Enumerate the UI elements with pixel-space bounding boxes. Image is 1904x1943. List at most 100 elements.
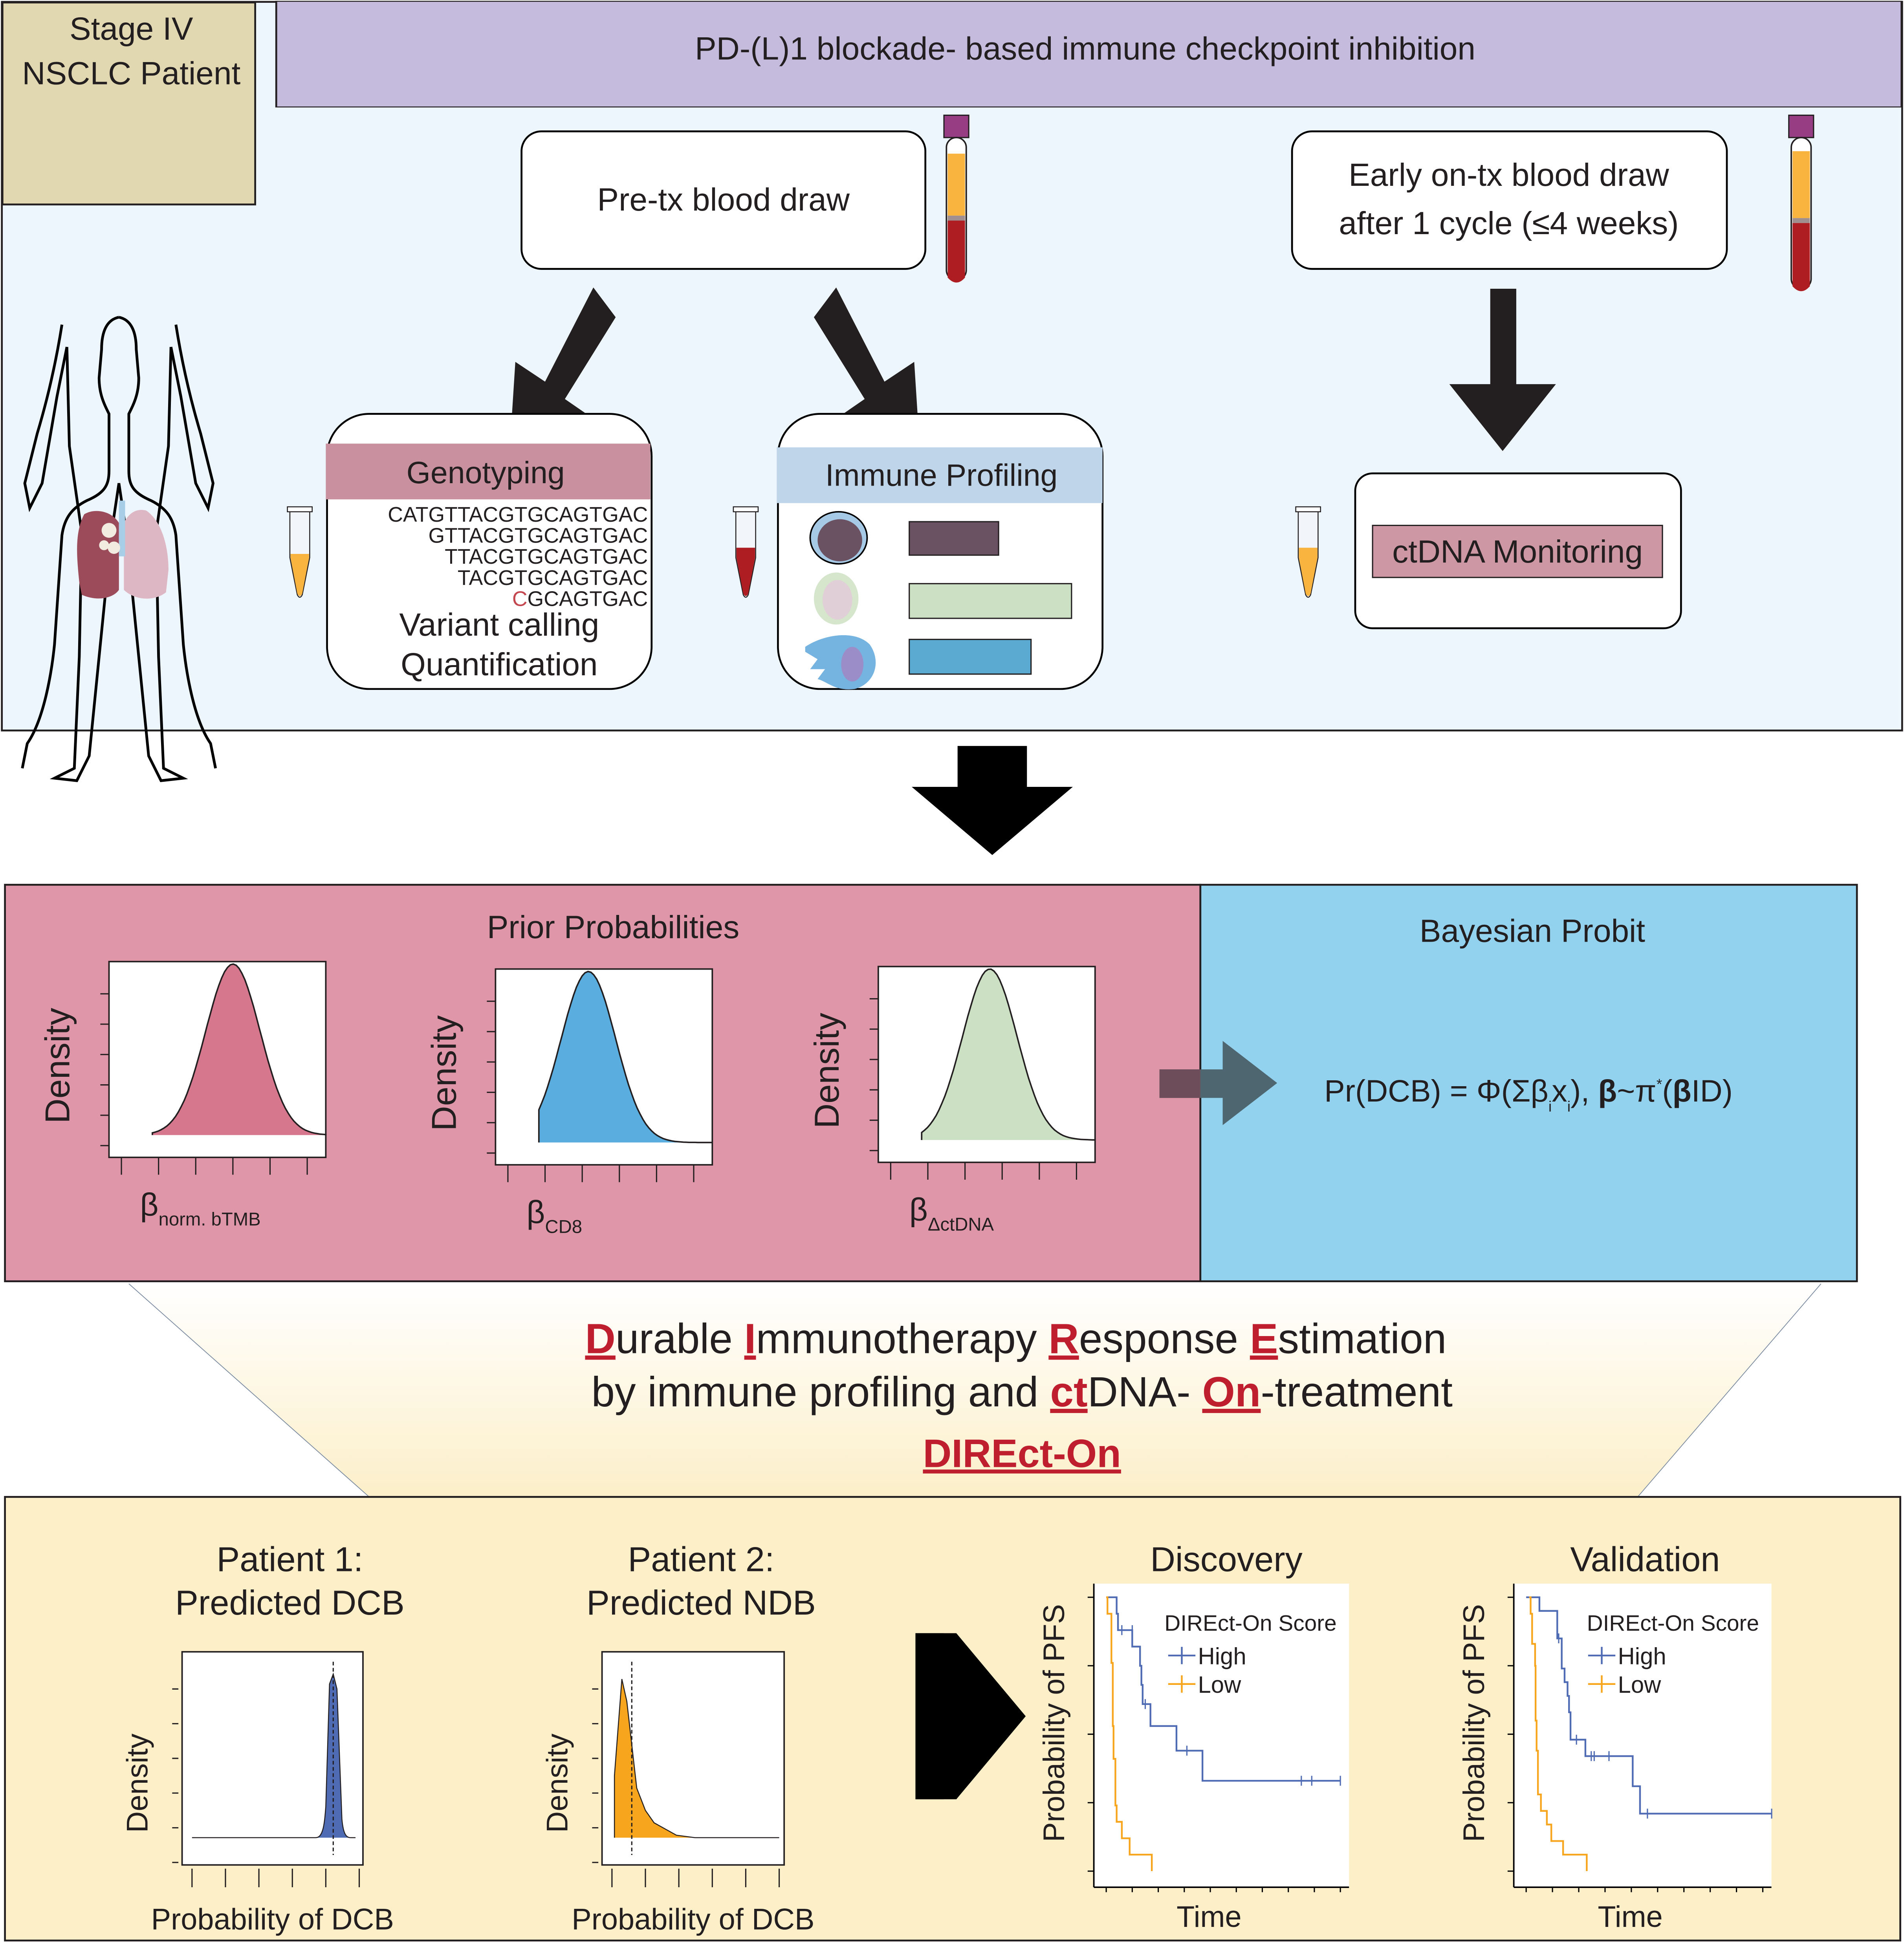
y-axis-label: Density: [541, 1734, 574, 1833]
y-axis-label: Probability of PFS: [1457, 1604, 1491, 1842]
sequence-read: CATGTTACGTGCAGTGAC: [388, 503, 648, 526]
patient1-title-line2: Predicted DCB: [175, 1583, 405, 1622]
acronym-highlight-letter: D: [585, 1315, 615, 1362]
formula-x: x: [1552, 1074, 1567, 1108]
acronym-highlight-letter: On: [1202, 1368, 1261, 1415]
t-cell-icon: [814, 572, 859, 625]
quantification-label: Quantification: [401, 647, 597, 682]
x-axis-label: Probability of DCB: [572, 1903, 814, 1936]
bayesian-probit-panel: [1199, 884, 1858, 1282]
posterior-density-curve: [614, 1679, 779, 1839]
blood-tube-icon: [1788, 114, 1814, 291]
arrow-to-ctdna: [1449, 288, 1556, 451]
prior-probabilities-title: Prior Probabilities: [487, 909, 740, 945]
therapy-banner-text: PD-(L)1 blockade- based immune checkpoin…: [695, 31, 1475, 66]
prior-density-plot: Density βnorm. bTMB: [38, 961, 327, 1230]
x-axis-label: Time: [1598, 1900, 1662, 1934]
x-axis-label: Probability of DCB: [151, 1903, 394, 1936]
ctdna-monitoring-label: ctDNA Monitoring: [1392, 534, 1643, 570]
formula-mid: ),: [1570, 1074, 1598, 1108]
variant-calling-label: Variant calling: [399, 607, 599, 643]
x-axis-label: βΔctDNA: [909, 1192, 994, 1235]
patient1-title-line1: Patient 1:: [216, 1540, 363, 1579]
acronym-highlight-letter: E: [1250, 1315, 1278, 1362]
km-curve-low: [1106, 1596, 1153, 1872]
acronym-text: esponse: [1079, 1315, 1250, 1362]
y-axis-label: Density: [38, 1008, 77, 1123]
sequence-read: TACGTGCAGTGAC: [458, 566, 648, 590]
patient2-title-line2: Predicted NDB: [586, 1583, 816, 1622]
bayesian-probit-title: Bayesian Probit: [1420, 913, 1645, 949]
legend-label: High: [1618, 1643, 1666, 1669]
formula-beta: β: [1598, 1074, 1617, 1108]
density-curve: [151, 963, 327, 1135]
legend-label: Low: [1618, 1672, 1662, 1698]
immune-profiling-header: [777, 447, 1103, 503]
x-axis-label: Time: [1176, 1900, 1241, 1934]
y-axis-label: Density: [807, 1013, 846, 1128]
km-curve-high: [1106, 1596, 1341, 1782]
pre-tx-blood-draw-label: Pre-tx blood draw: [597, 182, 850, 218]
funnel-edge: [128, 1283, 1822, 1498]
km-curve-high: [1526, 1596, 1772, 1815]
formula-pi: ~π: [1617, 1074, 1656, 1108]
immune-bar-lymphocyte: [909, 521, 999, 556]
formula-open: (: [1662, 1074, 1672, 1108]
lymphocyte-cell-icon: [809, 511, 868, 565]
on-tx-blood-draw-line2: after 1 cycle (≤4 weeks): [1339, 205, 1679, 241]
patient-label-line1: Stage IV: [70, 11, 193, 47]
plasma-tube-icon: [287, 506, 313, 598]
formula-close: ID): [1691, 1074, 1733, 1108]
beta-symbol: β: [909, 1192, 928, 1228]
immune-bar-dendritic-cell: [909, 639, 1032, 675]
legend-title: DIREct-On Score: [1164, 1611, 1336, 1636]
genotyping-title: Genotyping: [407, 455, 565, 490]
y-axis-label: Probability of PFS: [1037, 1604, 1071, 1842]
formula-lhs: Pr(DCB) = Φ(Σβ: [1324, 1074, 1548, 1108]
y-axis-label: Density: [121, 1734, 154, 1833]
acronym-highlight-letter: I: [744, 1315, 756, 1362]
blood-tube-icon: [943, 114, 969, 283]
sequence-read: TTACGTGCAGTGAC: [445, 545, 648, 568]
plot-area: [1094, 1584, 1349, 1888]
blood-sample-tube-icon: [733, 506, 759, 598]
acronym-text: stimation: [1278, 1315, 1446, 1362]
variant-base: C: [512, 587, 528, 610]
acronym-text: -treatment: [1261, 1368, 1453, 1415]
density-curve: [538, 971, 713, 1144]
chart-title: Discovery: [1150, 1540, 1303, 1579]
sequence-read: GTTACGTGCAGTGAC: [428, 524, 648, 548]
sequence-read-variant: CGCAGTGAC: [512, 587, 648, 610]
legend-title: DIREct-On Score: [1587, 1611, 1759, 1636]
formula-star: *: [1657, 1076, 1662, 1093]
acronym-text: mmunotherapy: [756, 1315, 1048, 1362]
acronym-text: urable: [616, 1315, 744, 1362]
y-axis-label: Density: [425, 1015, 464, 1131]
dendritic-cell-icon: [805, 635, 876, 689]
legend-label: High: [1198, 1643, 1246, 1669]
legend-label: Low: [1198, 1672, 1241, 1698]
genotyping-header: [326, 444, 651, 500]
beta-subscript: ΔctDNA: [928, 1214, 994, 1235]
patient-label-line2: NSCLC Patient: [22, 55, 240, 91]
on-tx-blood-draw-line1: Early on-tx blood draw: [1349, 157, 1669, 193]
pre-tx-blood-draw-box: [520, 130, 927, 270]
formula-sub: i: [1567, 1098, 1570, 1115]
arrow-to-model: [912, 746, 1073, 855]
x-axis-label: βnorm. bTMB: [140, 1187, 260, 1230]
arrow-to-formula-icon: [1159, 1041, 1277, 1125]
beta-symbol: β: [526, 1194, 545, 1230]
direct-on-name: DIREct-On: [923, 1432, 1121, 1476]
on-tx-blood-draw-box: [1291, 130, 1728, 270]
therapy-banner: [275, 1, 1903, 108]
